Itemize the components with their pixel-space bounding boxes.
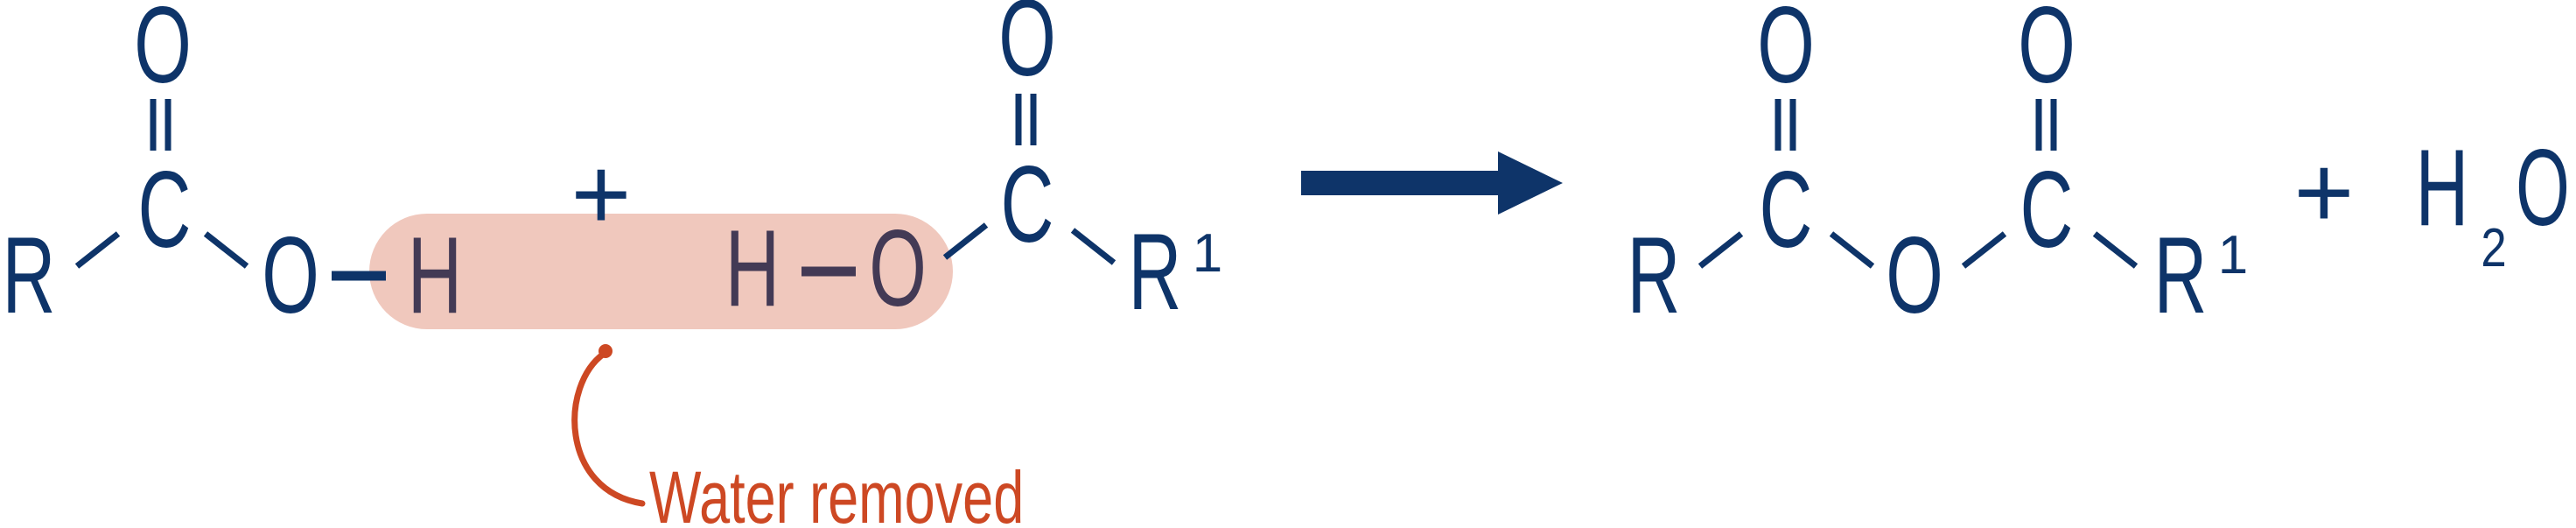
atom-r: R <box>1628 215 1681 336</box>
atom-c: C <box>138 150 192 271</box>
atom-c: C <box>1001 144 1054 265</box>
product-anhydride: R C O O C O R 1 <box>1628 0 2249 336</box>
subscript-2: 2 <box>2481 218 2506 278</box>
atom-o-double: O <box>2018 0 2076 106</box>
atom-o-single: O <box>869 208 927 329</box>
single-bond <box>74 231 121 269</box>
single-bond <box>203 231 249 269</box>
atom-h: H <box>408 215 463 336</box>
reactant-acid-1: R C O O H <box>3 0 463 336</box>
atom-h: H <box>2416 128 2469 249</box>
product-water: H 2 O <box>2416 128 2570 278</box>
atom-o-bridge: O <box>1886 215 1943 336</box>
atom-o-double: O <box>134 0 192 106</box>
atom-o: O <box>2516 128 2570 249</box>
single-bond <box>1698 231 1744 269</box>
plus-sign: + <box>2294 135 2355 250</box>
plus-sign: + <box>571 137 632 252</box>
atom-o-double: O <box>998 0 1056 99</box>
single-bond <box>1070 228 1116 265</box>
single-bond <box>1829 231 1875 269</box>
atom-r: R <box>2154 215 2208 336</box>
annotation-label: Water removed <box>649 456 1024 528</box>
single-bond <box>2092 231 2138 269</box>
atom-r: R <box>1129 212 1182 333</box>
pointer-curve <box>571 350 646 507</box>
atom-c: C <box>1760 150 1813 271</box>
water-highlight <box>369 214 953 329</box>
superscript-1: 1 <box>2218 225 2248 285</box>
single-bond <box>1961 231 2007 269</box>
atom-o-double: O <box>1757 0 1815 106</box>
single-bond <box>942 222 989 260</box>
superscript-1: 1 <box>1193 223 1222 284</box>
water-removed-annotation: Water removed <box>571 344 1024 528</box>
atom-r: R <box>3 215 56 336</box>
reactant-acid-2: H O C O R 1 <box>725 0 1223 333</box>
atom-c: C <box>2020 150 2074 271</box>
atom-o-single: O <box>262 215 319 336</box>
reaction-arrow <box>1301 151 1563 215</box>
atom-h: H <box>725 208 780 329</box>
